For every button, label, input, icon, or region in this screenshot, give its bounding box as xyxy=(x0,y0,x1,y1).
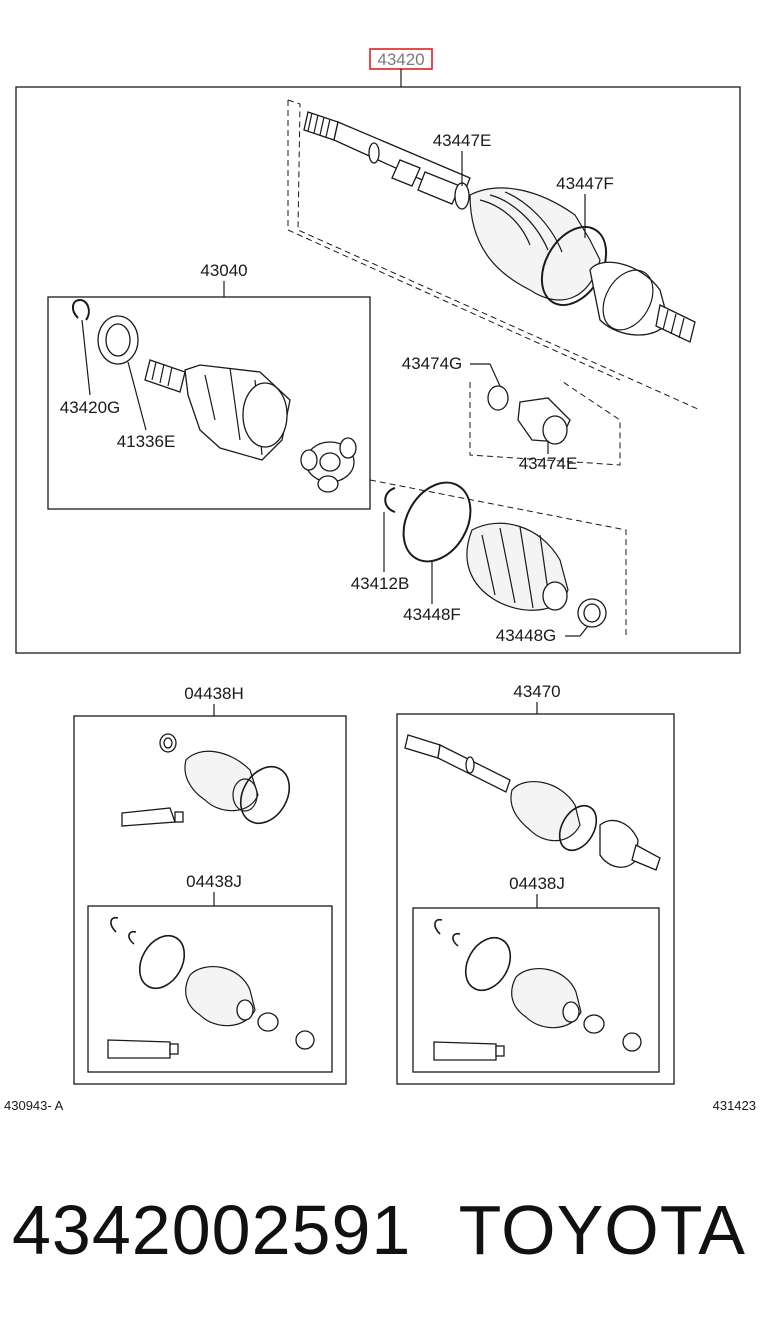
label-04438J-left[interactable]: 04438J xyxy=(186,872,242,891)
boot-kit-j-right-drawing xyxy=(433,918,642,1061)
label-41336E[interactable]: 41336E xyxy=(117,432,176,451)
inner-boot-kit-drawing xyxy=(384,481,607,628)
label-04438J-right[interactable]: 04438J xyxy=(509,874,565,893)
part-number-caption: 4342002591 xyxy=(12,1191,412,1269)
boot-kit-j-left-frame xyxy=(87,905,333,1073)
boot-kit-h-frame xyxy=(73,715,347,1085)
label-43470[interactable]: 43470 xyxy=(513,682,560,701)
outer-shaft-drawing xyxy=(404,734,661,871)
label-43448F[interactable]: 43448F xyxy=(403,605,461,624)
label-43447E[interactable]: 43447E xyxy=(433,131,492,150)
main-part-label[interactable]: 43420 xyxy=(377,50,424,69)
main-assembly-frame xyxy=(15,86,741,654)
drive-shaft-drawing xyxy=(303,111,696,343)
label-43474G[interactable]: 43474G xyxy=(402,354,463,373)
label-43420G[interactable]: 43420G xyxy=(60,398,121,417)
boot-kit-h-drawing xyxy=(121,733,291,827)
label-43412B[interactable]: 43412B xyxy=(351,574,410,593)
label-04438H[interactable]: 04438H xyxy=(184,684,244,703)
inner-joint-frame xyxy=(47,296,371,510)
footer-code-left: 430943- A xyxy=(4,1098,64,1113)
damper-drawing xyxy=(487,385,571,445)
outer-shaft-frame xyxy=(396,713,675,1085)
brand-caption: TOYOTA xyxy=(458,1191,746,1269)
footer-code-right: 431423 xyxy=(713,1098,756,1113)
label-43474E[interactable]: 43474E xyxy=(519,454,578,473)
boot-kit-j-right-frame xyxy=(412,907,660,1073)
boot-kit-j-left-drawing xyxy=(107,916,315,1059)
label-43040[interactable]: 43040 xyxy=(200,261,247,280)
inner-joint-drawing xyxy=(72,298,357,493)
label-43448G[interactable]: 43448G xyxy=(496,626,557,645)
label-43447F[interactable]: 43447F xyxy=(556,174,614,193)
